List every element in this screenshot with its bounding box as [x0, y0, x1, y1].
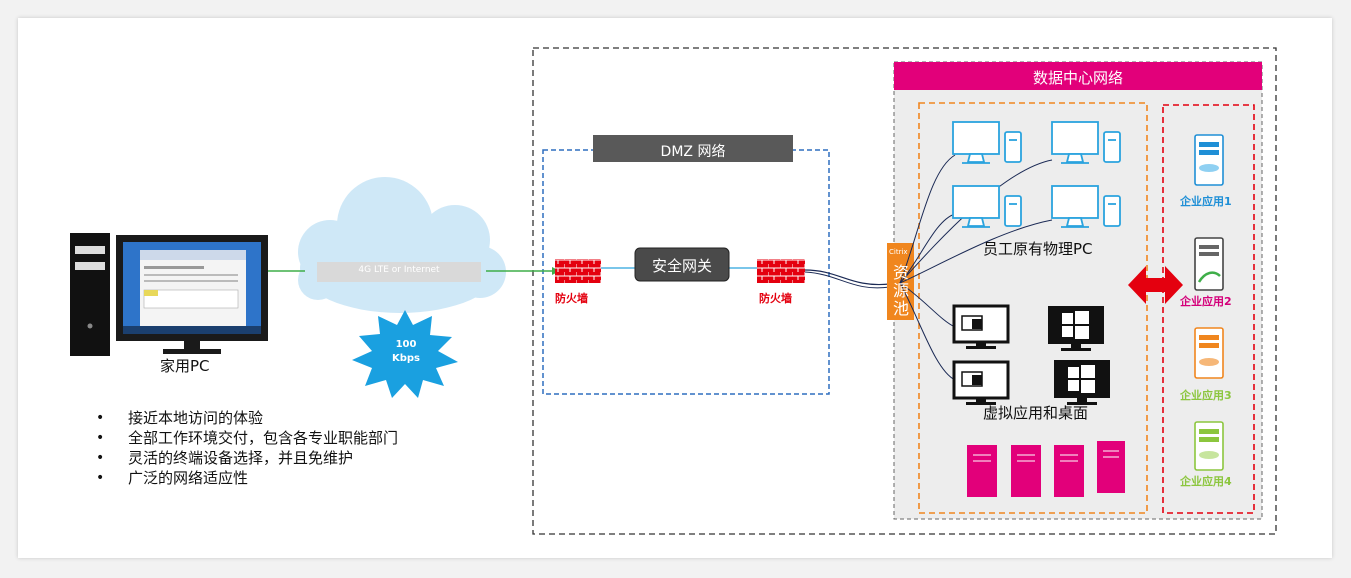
app-label-1: 企业应用1 — [1180, 195, 1232, 208]
citrix-pool-char-2: 源 — [893, 281, 910, 300]
app-region — [1162, 104, 1255, 514]
firewall-right-icon — [757, 259, 805, 283]
virtual-desktop-icons — [952, 304, 1110, 405]
firewall-left-label: 防火墙 — [555, 292, 588, 305]
datacenter-title: 数据中心网络 — [1032, 69, 1123, 87]
dmz-boundary — [542, 149, 830, 395]
tower-icon — [70, 233, 110, 356]
dmz-to-citrix-link — [804, 269, 891, 286]
home-pc-label: 家用PC — [160, 357, 210, 375]
cloud-band — [317, 262, 481, 282]
app-server-1-icon — [1194, 134, 1224, 186]
citrix-label: Citrix — [889, 248, 908, 256]
list-item: 灵活的终端设备选择，并且免维护 — [96, 448, 398, 468]
app-server-3-icon — [1194, 327, 1224, 379]
gateway-box — [634, 247, 730, 282]
cloud-label: 4G LTE or Internet — [358, 265, 440, 275]
citrix-pool-char-1: 资 — [893, 263, 910, 282]
firewall-right-label: 防火墙 — [759, 292, 792, 305]
desktop-region — [918, 102, 1148, 514]
double-arrow-icon — [1128, 266, 1183, 304]
outer-boundary — [532, 47, 1277, 535]
virtual-group-label: 虚拟应用和桌面 — [983, 404, 1089, 422]
app-server-2-icon — [1194, 237, 1224, 291]
app-label-3: 企业应用3 — [1180, 389, 1232, 402]
burst-value: 100 — [395, 339, 417, 350]
benefits-list: 接近本地访问的体验 全部工作环境交付，包含各专业职能部门 灵活的终端设备选择，并… — [96, 408, 398, 488]
home-monitor-icon — [116, 235, 268, 354]
app-server-4-icon — [1194, 421, 1224, 471]
dmz-header — [593, 135, 793, 162]
list-item: 全部工作环境交付，包含各专业职能部门 — [96, 428, 398, 448]
bandwidth-burst-icon — [352, 310, 458, 398]
citrix-pool-char-3: 池 — [893, 299, 910, 318]
physical-pc-icons — [952, 121, 1121, 228]
dmz-title: DMZ 网络 — [660, 144, 726, 160]
server-rack-icons — [967, 441, 1125, 497]
cloud-icon — [298, 177, 506, 313]
list-item: 接近本地访问的体验 — [96, 408, 398, 428]
firewall-left-icon — [555, 259, 601, 283]
app-label-2: 企业应用2 — [1180, 295, 1232, 308]
burst-unit: Kbps — [391, 353, 421, 364]
app-label-4: 企业应用4 — [1180, 475, 1232, 488]
pc-group-label: 员工原有物理PC — [983, 240, 1093, 258]
datacenter-header — [894, 62, 1262, 90]
gateway-label: 安全网关 — [651, 257, 712, 275]
list-item: 广泛的网络适应性 — [96, 468, 398, 488]
